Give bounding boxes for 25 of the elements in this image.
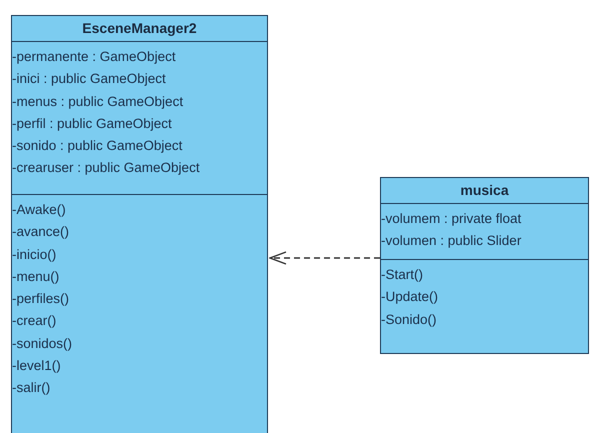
- method-text: -Update(): [381, 288, 438, 306]
- class-box: [380, 177, 589, 354]
- attribute-text: -inici : public GameObject: [12, 70, 166, 88]
- method-text: -avance(): [12, 223, 70, 242]
- attribute-text: -volumem : private float: [381, 210, 522, 228]
- method-text: -menu(): [12, 268, 60, 286]
- dependency-arrow: [269, 251, 380, 265]
- attribute-text: -volumen : public Slider: [381, 232, 522, 250]
- class-name: EsceneManager2: [82, 20, 197, 36]
- attribute-text: -perfil : public GameObject: [12, 114, 172, 133]
- attribute-text: -crearuser : public GameObject: [12, 159, 200, 178]
- class-name: musica: [460, 182, 509, 198]
- method-text: -Start(): [381, 266, 423, 284]
- method-text: -level1(): [12, 357, 61, 376]
- attribute-text: -permanente : GameObject: [12, 48, 176, 66]
- method-text: -salir(): [12, 379, 50, 398]
- class-box: [11, 15, 268, 433]
- method-text: -Awake(): [12, 201, 66, 219]
- method-text: -perfiles(): [12, 290, 70, 308]
- method-text: -crear(): [12, 312, 56, 330]
- attribute-text: -menus : public GameObject: [12, 92, 184, 111]
- method-text: -inicio(): [12, 246, 56, 264]
- method-text: -Sonido(): [381, 310, 437, 329]
- method-text: -sonidos(): [12, 334, 72, 353]
- attribute-text: -sonido : public GameObject: [12, 137, 182, 156]
